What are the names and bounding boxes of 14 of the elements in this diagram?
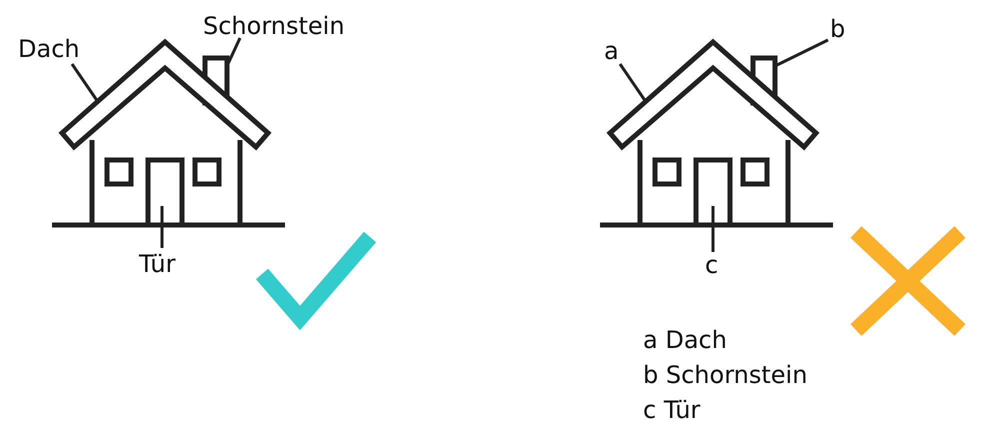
leader-line: [160, 206, 164, 248]
part-label: b: [830, 14, 846, 44]
roof: [606, 38, 820, 151]
part-label: Tür: [139, 249, 176, 279]
part-label: Dach: [18, 34, 80, 64]
part-label: Schornstein: [203, 11, 345, 41]
part-label: a: [604, 36, 619, 66]
leader-line: [70, 63, 100, 103]
key-entry: b Schornstein: [643, 360, 808, 390]
leader-line: [712, 206, 714, 252]
leader-line: [618, 63, 648, 103]
key-entry: a Dach: [643, 325, 727, 355]
key-entry: c Tür: [643, 395, 700, 425]
part-label: c: [705, 250, 718, 280]
